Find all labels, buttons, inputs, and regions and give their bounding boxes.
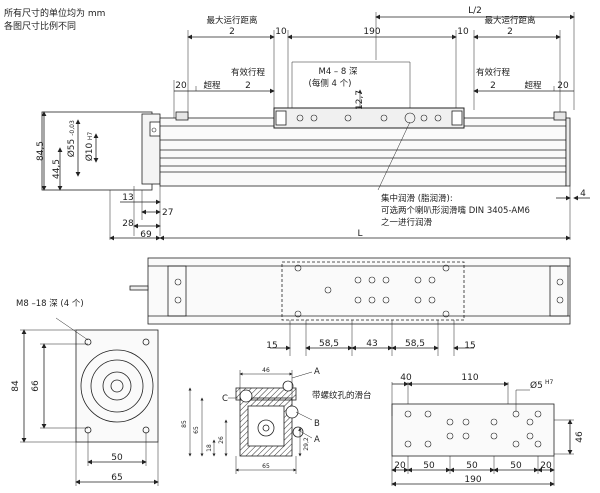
end-dim-65: 65 — [111, 473, 122, 483]
eff-travel-left-label: 有效行程 — [231, 67, 266, 78]
dim-dia-10: Ø10 — [84, 142, 95, 161]
overtravel-right-label: 超程 — [524, 80, 542, 91]
plan-dim-4: 58,5 — [405, 339, 425, 349]
dim-dia-55: Ø55 — [66, 139, 77, 158]
units-note: 所有尺寸的单位均为 mm — [4, 9, 106, 19]
table-dim-110: 110 — [461, 373, 478, 383]
section-dim-65v: 65 — [193, 426, 200, 434]
table-bottom-dim-1: 20 — [394, 461, 406, 471]
table-bottom-dim-5: 20 — [540, 461, 552, 471]
dim-4: 4 — [580, 189, 586, 199]
table-dim-190: 190 — [464, 475, 481, 485]
lube-note-3: 之一进行润滑 — [381, 217, 433, 228]
section-view — [188, 370, 313, 474]
eff-travel-right-label: 有效行程 — [476, 67, 511, 78]
end-view-thread-label: M8 –18 深 (4 个) — [16, 299, 84, 309]
table-view — [391, 381, 574, 487]
lube-note-2: 可选两个喇叭形润滑嘴 DIN 3405-AM6 — [381, 205, 530, 216]
end-dim-50: 50 — [111, 453, 123, 463]
end-view — [20, 317, 159, 486]
section-dim-29-2: 29,2 — [303, 437, 310, 451]
table-dia-5: Ø5 — [530, 380, 543, 391]
dim-total-l: L — [357, 229, 362, 239]
table-bottom-dim-3: 50 — [466, 461, 478, 471]
section-dim-46: 46 — [262, 367, 270, 374]
gap-right: 10 — [457, 27, 469, 37]
dim-28: 28 — [122, 219, 134, 229]
table-view-holes — [404, 410, 542, 448]
dim-84-5: 84,5 — [36, 141, 46, 161]
plan-dim-3: 43 — [366, 339, 377, 349]
table-dim-40: 40 — [400, 373, 412, 383]
dim-12-7: 12,7 — [355, 90, 365, 110]
max-travel-right-label: 最大运行距离 — [484, 15, 535, 26]
eff-travel-left-val: 2 — [245, 81, 251, 91]
threaded-carriage-note: 带螺纹孔的滑台 — [312, 390, 372, 401]
plan-dim-5: 15 — [464, 341, 475, 351]
dim-69: 69 — [140, 230, 152, 240]
table-bottom-dim-2: 50 — [423, 461, 435, 471]
max-travel-left-val: 2 — [229, 27, 235, 37]
section-label-a-top: A — [314, 367, 320, 377]
dim-dia-10-tol: H7 — [87, 132, 94, 141]
plan-view-holes — [174, 264, 564, 318]
dim-27: 27 — [162, 208, 173, 218]
carriage-length: 190 — [363, 27, 380, 37]
gap-left: 10 — [275, 27, 287, 37]
section-label-a-bottom: A — [314, 435, 320, 445]
table-bottom-dim-4: 50 — [510, 461, 522, 471]
section-dim-26: 26 — [218, 436, 225, 444]
dim-44-5: 44,5 — [52, 159, 62, 179]
end-dim-66: 66 — [31, 380, 41, 392]
section-label-c: C — [222, 394, 228, 404]
overtravel-left-val: 20 — [175, 81, 187, 91]
dim-l-half: L/2 — [468, 6, 482, 16]
plan-dim-1: 15 — [266, 341, 277, 351]
plan-view — [129, 257, 571, 356]
table-dia-5-tol: H7 — [545, 379, 554, 386]
section-dim-65h: 65 — [262, 463, 270, 470]
thread-label: M4 – 8 深 — [318, 67, 358, 77]
eff-travel-right-val: 2 — [490, 81, 496, 91]
lube-note-1: 集中润滑 (脂润滑): — [381, 193, 453, 204]
side-view — [41, 12, 590, 241]
dim-dia-55-tol: -0,03 — [69, 120, 76, 136]
overtravel-left-label: 超程 — [203, 80, 221, 91]
side-view-holes — [151, 112, 442, 133]
section-dim-85: 85 — [181, 420, 188, 428]
end-dim-84: 84 — [11, 380, 21, 392]
max-travel-right-val: 2 — [507, 27, 513, 37]
scale-note: 各图尺寸比例不同 — [4, 22, 77, 32]
plan-dim-2: 58,5 — [319, 339, 339, 349]
table-dim-46: 46 — [575, 431, 585, 443]
thread-note: (每侧 4 个) — [309, 78, 352, 89]
dim-13: 13 — [122, 193, 133, 203]
section-dim-18: 18 — [206, 444, 213, 452]
overtravel-right-val: 20 — [557, 81, 569, 91]
section-label-b: B — [314, 419, 320, 429]
max-travel-left-label: 最大运行距离 — [206, 15, 257, 26]
